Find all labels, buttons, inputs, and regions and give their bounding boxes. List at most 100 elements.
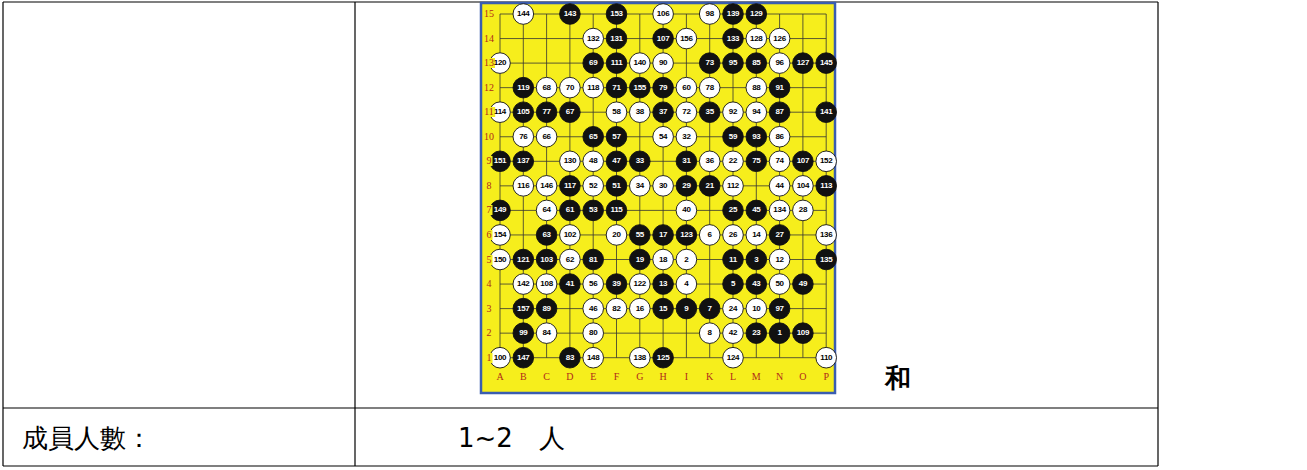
move-number: 145 [820, 59, 832, 67]
black-stone [630, 151, 651, 172]
black-stone [606, 4, 627, 25]
row-coordinate: 15 [483, 9, 495, 19]
move-number: 18 [659, 256, 667, 264]
move-number: 94 [752, 108, 760, 116]
black-stone [723, 28, 744, 49]
white-stone [723, 298, 744, 319]
black-stone [653, 77, 674, 98]
white-stone [699, 225, 720, 246]
row-coordinate: 7 [486, 205, 493, 215]
move-number: 132 [587, 35, 599, 43]
white-stone [513, 126, 534, 147]
black-stone [769, 102, 790, 123]
move-number: 97 [775, 305, 783, 313]
black-stone [583, 126, 604, 147]
move-number: 42 [729, 329, 737, 337]
black-stone [699, 176, 720, 197]
black-stone [723, 249, 744, 270]
black-stone [816, 102, 837, 123]
column-coordinate: E [590, 372, 596, 382]
move-number: 61 [566, 206, 574, 214]
move-number: 134 [773, 206, 785, 214]
black-stone [606, 28, 627, 49]
move-number: 129 [750, 10, 762, 18]
row-coordinate: 6 [486, 230, 493, 240]
black-stone [630, 77, 651, 98]
move-number: 135 [820, 256, 832, 264]
move-number: 80 [589, 329, 597, 337]
black-stone [676, 176, 697, 197]
go-board [481, 3, 835, 393]
white-stone [490, 347, 511, 368]
column-coordinate: G [636, 372, 643, 382]
move-number: 57 [612, 133, 620, 141]
move-number: 113 [820, 182, 832, 190]
black-stone [746, 323, 767, 344]
row-coordinate: 1 [486, 353, 493, 363]
row-coordinate: 14 [483, 34, 495, 44]
white-stone [653, 4, 674, 25]
black-stone [793, 53, 814, 74]
black-stone [746, 200, 767, 221]
move-number: 139 [727, 10, 739, 18]
white-stone [536, 126, 557, 147]
row-coordinate: 8 [486, 181, 493, 191]
white-stone [536, 323, 557, 344]
move-number: 82 [612, 305, 620, 313]
black-stone [630, 249, 651, 270]
black-stone [630, 225, 651, 246]
move-number: 29 [682, 182, 690, 190]
black-stone [746, 274, 767, 295]
black-stone [513, 77, 534, 98]
white-stone [769, 249, 790, 270]
white-stone [560, 151, 581, 172]
black-stone [536, 102, 557, 123]
move-number: 71 [612, 84, 620, 92]
black-stone [536, 225, 557, 246]
move-number: 121 [517, 256, 529, 264]
move-number: 21 [706, 182, 714, 190]
white-stone [676, 126, 697, 147]
move-number: 144 [517, 10, 529, 18]
black-stone [490, 151, 511, 172]
black-stone [583, 249, 604, 270]
move-number: 88 [752, 84, 760, 92]
black-stone [676, 151, 697, 172]
move-number: 40 [682, 206, 690, 214]
move-number: 28 [799, 206, 807, 214]
black-stone [606, 77, 627, 98]
white-stone [583, 176, 604, 197]
move-number: 89 [542, 305, 550, 313]
move-number: 38 [636, 108, 644, 116]
move-number: 98 [706, 10, 714, 18]
white-stone [630, 347, 651, 368]
move-number: 122 [634, 280, 646, 288]
move-number: 83 [566, 354, 574, 362]
move-number: 69 [589, 59, 597, 67]
move-number: 64 [542, 206, 550, 214]
row-coordinate: 10 [483, 132, 495, 142]
column-coordinate: F [614, 372, 620, 382]
black-stone [653, 225, 674, 246]
row-coordinate: 2 [486, 328, 493, 338]
move-number: 90 [659, 59, 667, 67]
move-number: 100 [494, 354, 506, 362]
white-stone [536, 200, 557, 221]
move-number: 39 [612, 280, 620, 288]
move-number: 32 [682, 133, 690, 141]
column-coordinate: A [496, 372, 503, 382]
move-number: 107 [657, 35, 669, 43]
move-number: 7 [708, 305, 712, 313]
white-stone [490, 225, 511, 246]
move-number: 130 [564, 157, 576, 165]
move-number: 141 [820, 108, 832, 116]
move-number: 93 [752, 133, 760, 141]
black-stone [816, 249, 837, 270]
white-stone [723, 225, 744, 246]
white-stone [490, 249, 511, 270]
black-stone [723, 4, 744, 25]
white-stone [699, 4, 720, 25]
black-stone [769, 77, 790, 98]
white-stone [606, 298, 627, 319]
move-number: 77 [542, 108, 550, 116]
